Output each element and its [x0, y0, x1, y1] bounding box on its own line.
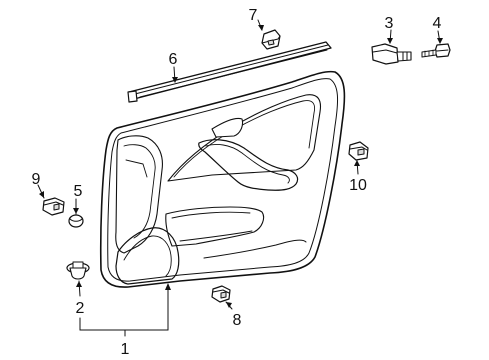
callout-1: 1	[121, 341, 130, 358]
leader-arrowheads	[39, 25, 443, 308]
callout-2: 2	[76, 300, 85, 317]
callout-7: 7	[249, 7, 258, 24]
clip-9	[42, 197, 65, 216]
callout-8: 8	[233, 312, 242, 329]
callout-3: 3	[385, 15, 394, 32]
clip-3	[371, 43, 412, 65]
callout-5: 5	[74, 183, 83, 200]
push-clip-2	[66, 261, 90, 280]
callout-4: 4	[433, 15, 442, 32]
door-trim-panel	[99, 70, 346, 288]
clip-7	[261, 29, 281, 50]
bracket-1	[79, 283, 171, 337]
callout-9: 9	[32, 171, 41, 188]
clip-10	[348, 141, 369, 161]
plug-5	[68, 214, 84, 228]
clip-8	[211, 285, 231, 303]
belt-weatherstrip	[127, 41, 332, 103]
callout-6: 6	[169, 51, 178, 68]
callout-10: 10	[349, 177, 367, 194]
screw-4	[421, 43, 451, 58]
